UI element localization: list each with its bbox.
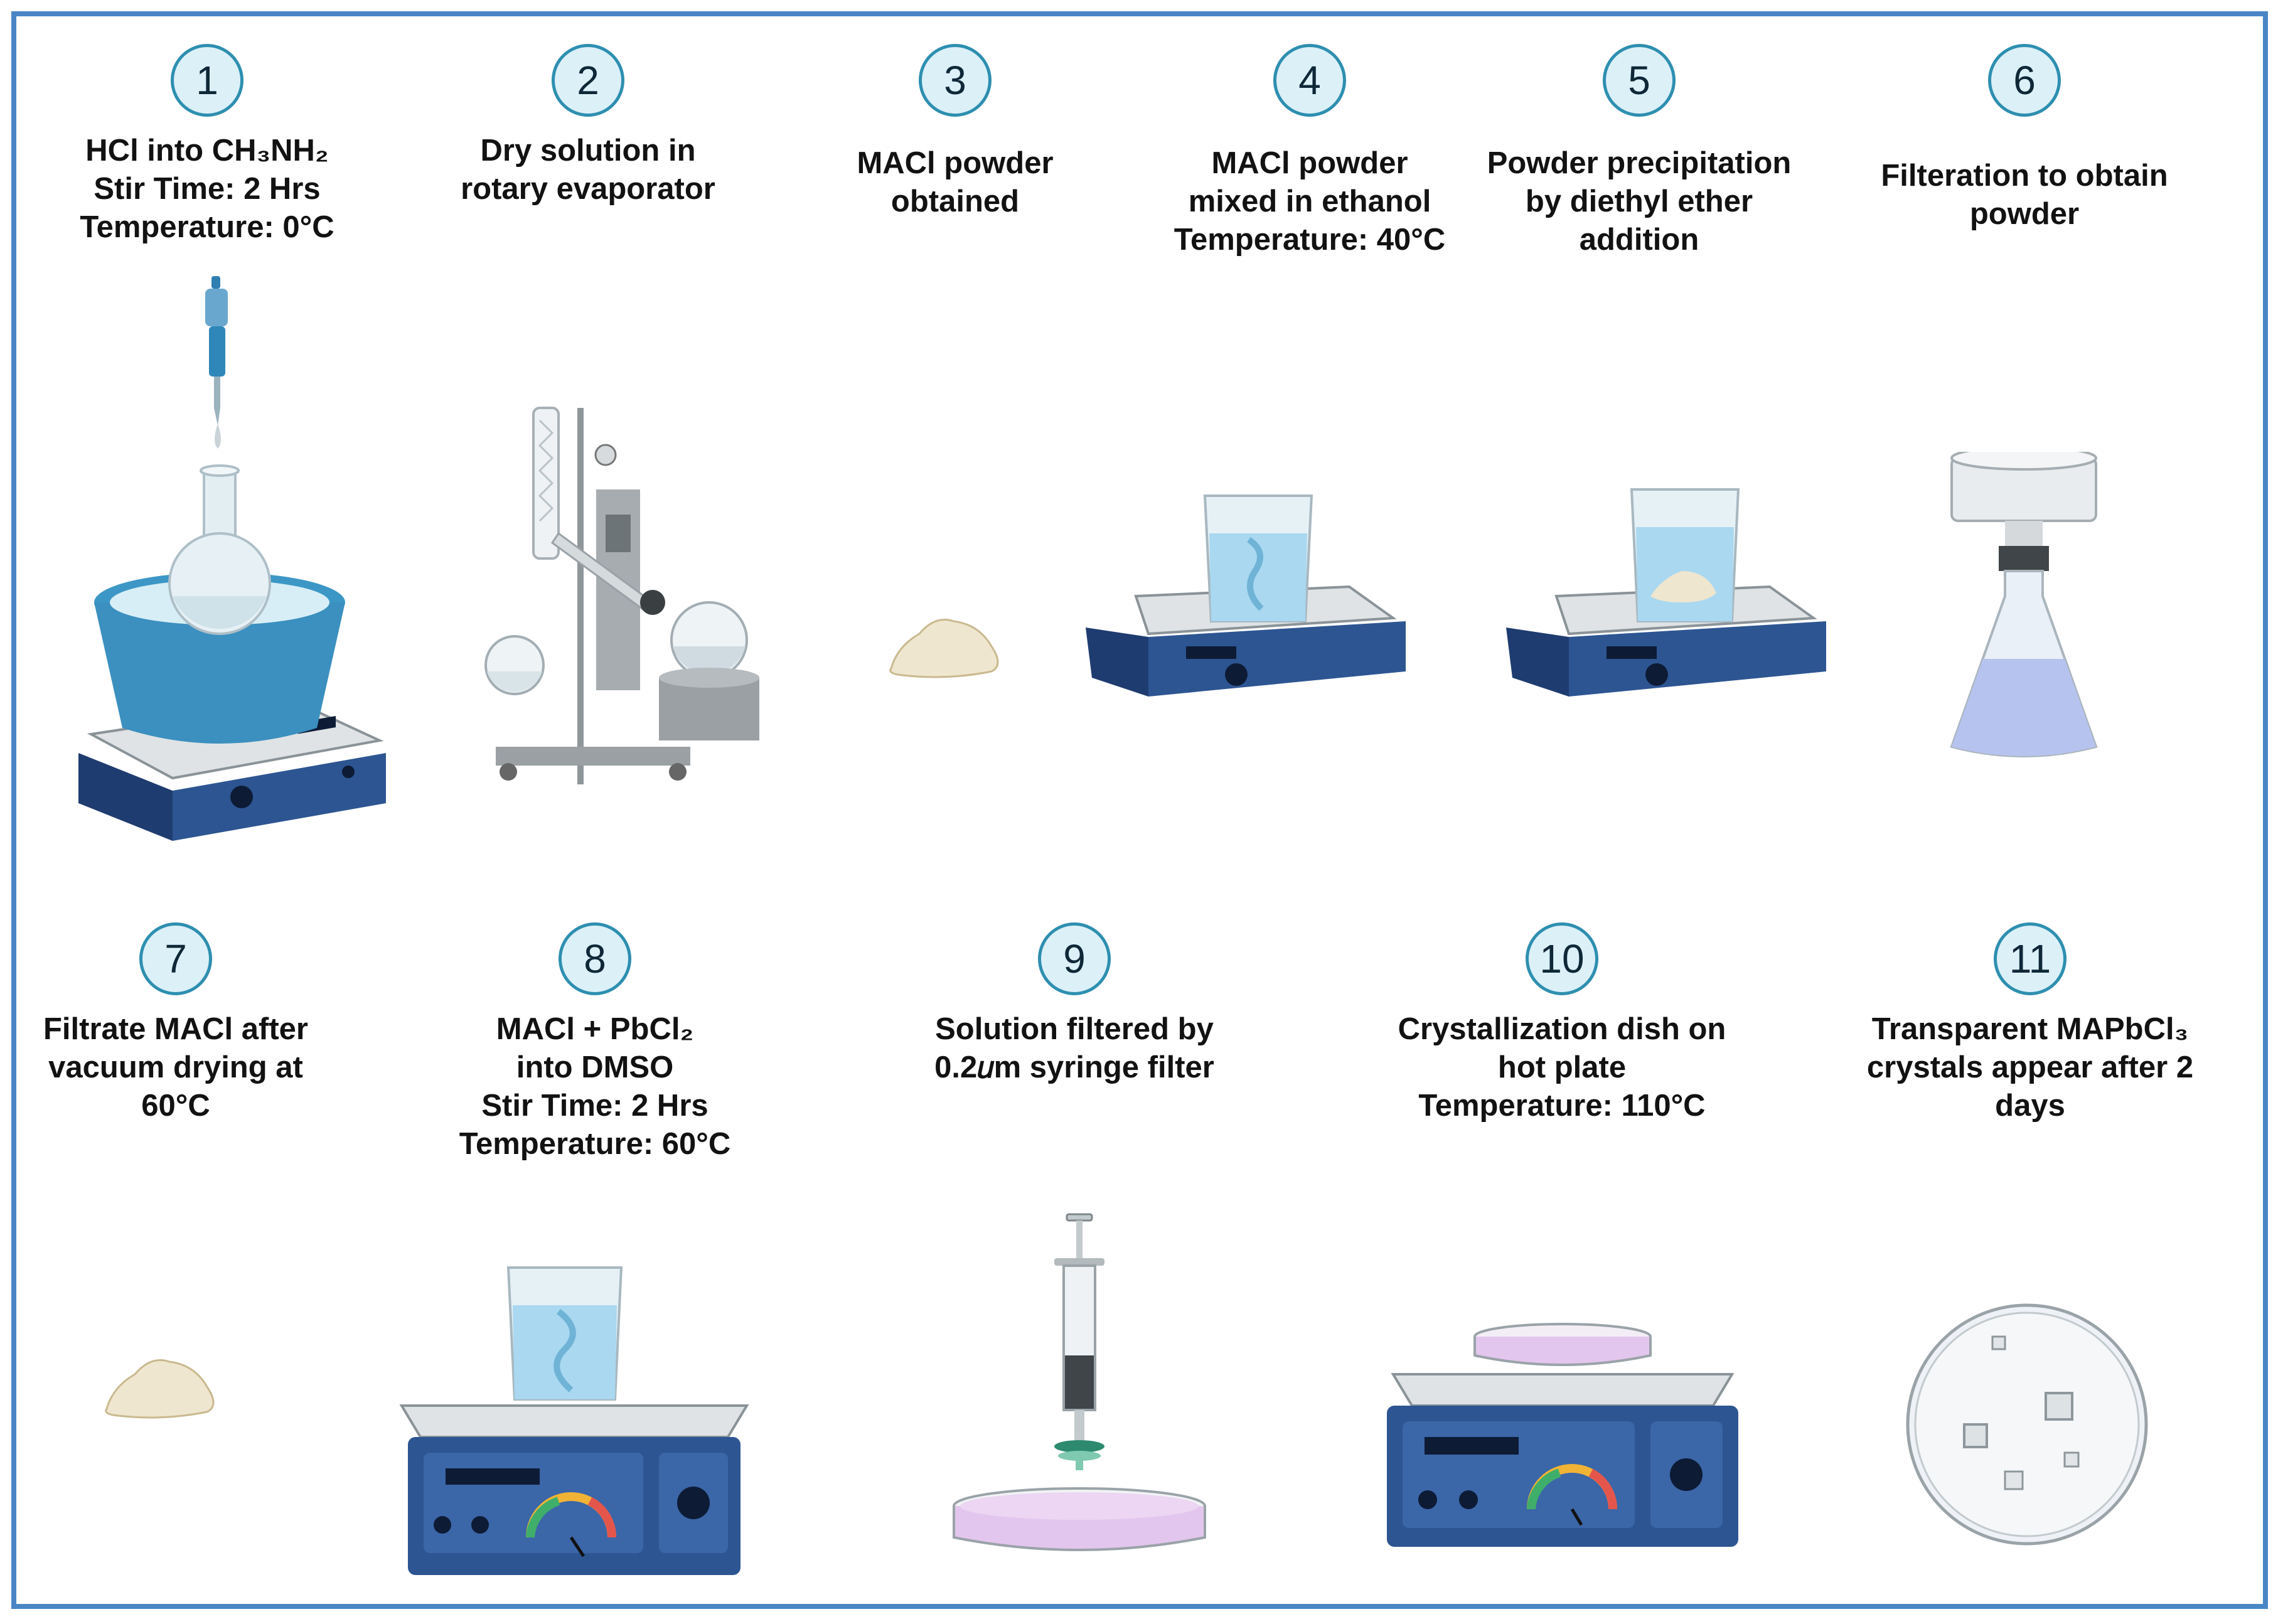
step-label: MACl + PbCl₂ into DMSO Stir Time: 2 Hrs … — [356, 1010, 833, 1163]
petri-dish-with-crystals-illustration — [1906, 1303, 2148, 1546]
step-number: 9 — [1063, 936, 1086, 981]
ice-bath-flask-on-hot-plate-illustration — [78, 276, 386, 841]
step-number: 10 — [1539, 936, 1585, 981]
powder-pile-icon — [889, 619, 999, 678]
step-number: 3 — [944, 58, 966, 103]
step-label: MACl powder mixed in ethanol Temperature… — [1071, 144, 1548, 259]
step-label-line: Stir Time: 2 Hrs — [94, 172, 321, 206]
step-label-line: Crystallization dish on — [1398, 1012, 1726, 1046]
step-number-circle: 7 — [139, 922, 212, 995]
step-label-line: rotary evaporator — [461, 172, 715, 206]
step-number-circle: 4 — [1273, 44, 1346, 117]
step-number-circle: 2 — [552, 44, 624, 117]
diagram-border — [11, 11, 2268, 1609]
step-label-line: MACl powder — [1211, 146, 1408, 180]
pipette-icon — [205, 276, 228, 425]
step-number-circle: 5 — [1603, 44, 1676, 117]
beaker-icon — [1630, 488, 1740, 622]
step-label-line: mixed in ethanol — [1188, 184, 1431, 218]
rotary-evaporator-illustration — [484, 407, 759, 784]
step-label: Crystallization dish on hot plate Temper… — [1323, 1010, 1800, 1125]
step-label-line: Filteration to obtain — [1881, 159, 2168, 193]
syringe-filter-icon — [1054, 1440, 1104, 1470]
step-label-line: Stir Time: 2 Hrs — [481, 1089, 708, 1123]
step-label-line: addition — [1579, 223, 1699, 257]
step-label-line: crystals appear after 2 — [1866, 1050, 2194, 1084]
step-label-line: MACl + PbCl₂ — [496, 1012, 694, 1046]
syringe-filter-illustration — [953, 1213, 1206, 1551]
beaker-icon — [506, 1266, 623, 1401]
buchner-funnel-icon — [1950, 452, 2097, 571]
step-label: HCl into CH₃NH₂ Stir Time: 2 Hrs Tempera… — [0, 132, 446, 247]
step-number-circle: 10 — [1526, 922, 1598, 995]
step-label: Powder precipitation by diethyl ether ad… — [1401, 144, 1878, 259]
rotary-evaporator-icon — [484, 407, 759, 784]
petri-dish-icon — [953, 1487, 1206, 1551]
step-label-line: Temperature: 0°C — [80, 210, 334, 244]
erlenmeyer-flask-icon — [1950, 570, 2098, 757]
beaker-icon — [1203, 494, 1313, 622]
step-label: MACl powder obtained — [717, 144, 1194, 221]
step-label-line: Transparent MAPbCl₃ — [1871, 1012, 2189, 1046]
step-label-line: days — [1995, 1089, 2065, 1123]
step-label-line: MACl powder — [857, 146, 1054, 180]
beaker-on-hot-plate-with-gauge-illustration — [399, 1266, 749, 1575]
step-label-line: Filtrate MACl after — [43, 1012, 308, 1046]
hot-plate-icon — [1506, 585, 1826, 697]
step-label-line: Powder precipitation — [1487, 146, 1792, 180]
step-number: 6 — [2013, 58, 2036, 103]
step-label-line: Solution filtered by — [935, 1012, 1214, 1046]
step-label-line: by diethyl ether — [1525, 184, 1753, 218]
step-number: 7 — [164, 936, 187, 981]
powder-illustration — [889, 619, 999, 678]
step-number: 4 — [1298, 58, 1321, 103]
hot-plate-icon — [399, 1404, 749, 1575]
step-label: Filtrate MACl after vacuum drying at 60°… — [0, 1010, 414, 1125]
step-label: Filteration to obtain powder — [1786, 157, 2263, 233]
step-number: 2 — [577, 58, 599, 103]
step-label-line: vacuum drying at — [48, 1050, 303, 1084]
step-label-line: Temperature: 110°C — [1418, 1089, 1706, 1123]
crystallization-dish-icon — [1473, 1323, 1652, 1366]
beaker-with-precipitate-illustration — [1506, 488, 1826, 697]
step-label: Solution filtered by 0.2𝑢m syringe filte… — [836, 1010, 1313, 1087]
buchner-funnel-illustration — [1950, 452, 2098, 757]
syringe-icon — [1054, 1213, 1104, 1441]
crystal-icons — [1963, 1335, 2080, 1490]
step-number-circle: 8 — [559, 922, 631, 995]
step-label-line: into DMSO — [516, 1050, 674, 1084]
step-number-circle: 11 — [1994, 922, 2066, 995]
step-label-line: HCl into CH₃NH₂ — [85, 134, 329, 168]
step-label-line: 60°C — [141, 1089, 210, 1123]
hot-plate-icon — [1387, 1373, 1738, 1547]
step-label: Transparent MAPbCl₃ crystals appear afte… — [1792, 1010, 2269, 1125]
step-label-line: Temperature: 40°C — [1174, 223, 1446, 257]
step-number: 1 — [196, 58, 218, 103]
beaker-on-hot-plate-illustration — [1086, 494, 1406, 697]
petri-dish-icon — [1906, 1303, 2148, 1546]
precipitate-icon — [1650, 571, 1716, 602]
step-number-circle: 6 — [1988, 44, 2061, 117]
step-label-line: 0.2𝑢m syringe filter — [934, 1050, 1214, 1084]
step-number: 8 — [584, 936, 606, 981]
round-flask-icon — [168, 464, 271, 635]
step-label-line: Temperature: 60°C — [459, 1127, 731, 1161]
step-number: 11 — [2009, 936, 2051, 981]
step-label-line: obtained — [890, 184, 1020, 218]
droplet-icon — [215, 424, 221, 449]
powder-pile-icon — [105, 1359, 215, 1419]
step-label-line: hot plate — [1497, 1050, 1627, 1084]
powder-illustration — [105, 1359, 215, 1419]
step-label: Dry solution in rotary evaporator — [350, 132, 826, 208]
step-number-circle: 1 — [171, 44, 243, 117]
step-number-circle: 3 — [919, 44, 992, 117]
step-label-line: Dry solution in — [480, 134, 696, 168]
step-label-line: powder — [1969, 197, 2080, 231]
step-number: 5 — [1628, 58, 1650, 103]
dish-on-hot-plate-illustration — [1387, 1323, 1738, 1547]
step-number-circle: 9 — [1038, 922, 1111, 995]
